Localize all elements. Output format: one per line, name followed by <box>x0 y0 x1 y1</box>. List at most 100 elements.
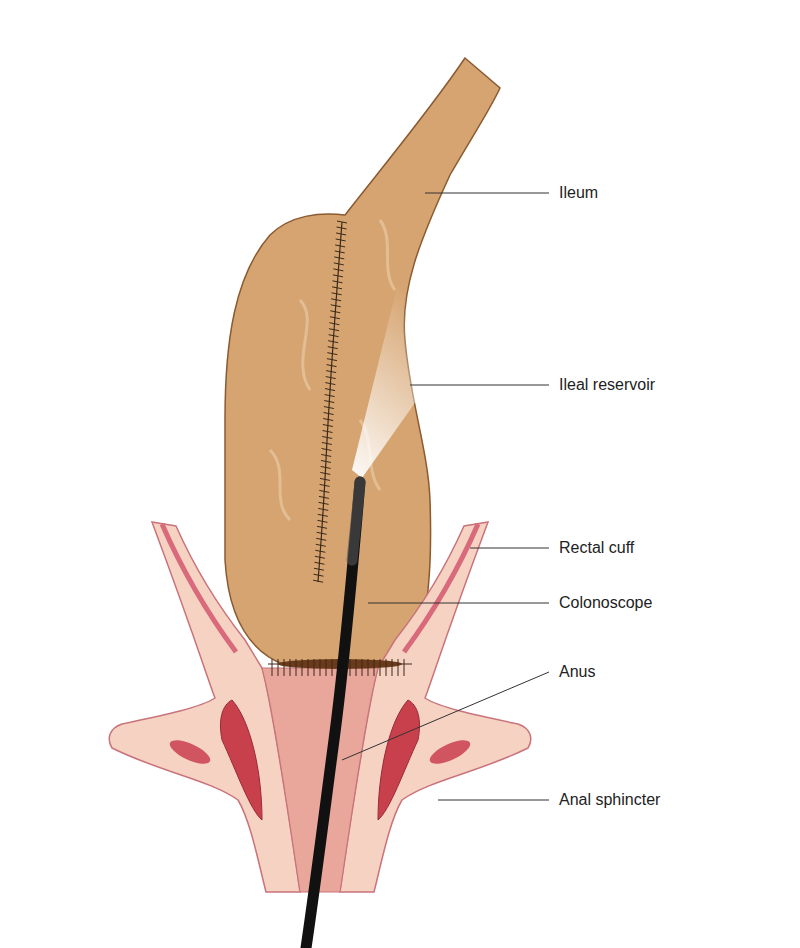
stitch-tick <box>404 659 405 676</box>
stitch-tick <box>325 383 335 385</box>
stitch-tick <box>330 317 340 319</box>
stitch-tick <box>332 659 333 676</box>
stitch-tick <box>326 377 336 379</box>
stitch-tick <box>318 514 328 516</box>
stitch-tick <box>331 305 341 307</box>
stitch-tick <box>322 436 332 438</box>
sphincter-muscle <box>378 700 420 820</box>
stitch-tick <box>329 323 339 325</box>
stitch-tick <box>322 442 332 444</box>
stitch-tick <box>324 413 334 415</box>
colonoscope-tip <box>352 482 360 560</box>
stitch-tick <box>323 425 333 427</box>
stitch-tick <box>327 353 337 355</box>
stitch-tick <box>386 659 387 676</box>
stitch-tick <box>325 395 335 397</box>
ileum-fade <box>440 40 530 110</box>
stitch-tick <box>362 659 363 676</box>
stitch-tick <box>368 659 369 676</box>
stitch-tick <box>332 281 342 283</box>
stitch-tick <box>296 659 297 676</box>
part-label: Ileal reservoir <box>557 375 657 395</box>
colonoscope <box>306 482 360 948</box>
part-label: Rectal cuff <box>557 538 636 558</box>
stitch-tick <box>318 508 328 510</box>
stitch-tick <box>272 659 273 676</box>
stitch-tick <box>317 526 327 528</box>
stitch-tick <box>329 329 339 331</box>
stitch-tick <box>398 659 399 676</box>
stitch-tick <box>320 659 321 676</box>
stitch-tick <box>326 371 336 373</box>
stitch-tick <box>328 341 338 343</box>
stitch-tick <box>374 659 375 676</box>
stitch-tick <box>334 257 344 259</box>
leader-lines <box>342 193 549 800</box>
stitch-tick <box>321 466 331 468</box>
stitch-tick <box>329 335 339 337</box>
stitch-tick <box>325 389 335 391</box>
stitch-tick <box>314 659 315 676</box>
stitch-tick <box>320 472 330 474</box>
stitch-tick <box>337 227 347 229</box>
stitch-tick <box>330 311 340 313</box>
stitch-tick <box>313 580 323 582</box>
stitch-tick <box>380 659 381 676</box>
stitch-tick <box>333 275 343 277</box>
stitch-tick <box>321 460 331 462</box>
stitch-tick <box>278 659 279 676</box>
stitch-tick <box>290 659 291 676</box>
stitch-tick <box>315 556 325 558</box>
mucosa-texture <box>270 220 395 520</box>
part-label: Colonoscope <box>557 593 654 613</box>
stitch-tick <box>316 544 326 546</box>
stitch-tick <box>334 263 344 265</box>
stitch-tick <box>327 359 337 361</box>
stitch-tick <box>332 287 342 289</box>
part-label: Anus <box>557 662 597 682</box>
stitch-tick <box>320 484 330 486</box>
stitch-tick <box>317 520 327 522</box>
sphincter-muscle <box>220 700 262 820</box>
stitch-tick <box>328 347 338 349</box>
stitch-tick <box>314 562 324 564</box>
stitch-tick <box>284 659 285 676</box>
stitch-tick <box>324 401 334 403</box>
stitch-tick <box>356 659 357 676</box>
stitch-tick <box>332 293 342 295</box>
staple-line <box>318 222 342 582</box>
stitch-tick <box>319 502 329 504</box>
stitch-tick <box>333 269 343 271</box>
stitch-tick <box>336 239 346 241</box>
cuff-wall <box>404 524 478 652</box>
stitch-tick <box>336 233 346 235</box>
stitch-tick <box>319 496 329 498</box>
stitch-tick <box>314 574 324 576</box>
stitch-tick <box>314 568 324 570</box>
stitch-tick <box>350 659 351 676</box>
cuff-wall <box>162 524 236 652</box>
stitch-tick <box>335 245 345 247</box>
stitch-tick <box>337 221 347 223</box>
stitch-tick <box>315 550 325 552</box>
light-beam <box>352 275 445 478</box>
stitch-tick <box>308 659 309 676</box>
stitch-tick <box>324 407 334 409</box>
sphincter-muscle <box>427 735 474 768</box>
stitch-tick <box>322 448 332 450</box>
stitch-tick <box>316 538 326 540</box>
stitch-tick <box>317 532 327 534</box>
stitch-tick <box>335 251 345 253</box>
stitch-tick <box>323 430 333 432</box>
stitch-tick <box>321 454 331 456</box>
sphincter-muscle <box>167 735 214 768</box>
stitch-tick <box>320 478 330 480</box>
stitch-tick <box>319 490 329 492</box>
stitch-tick <box>331 299 341 301</box>
stitch-ticks <box>313 221 347 582</box>
part-label: Ileum <box>557 183 600 203</box>
stitch-tick <box>302 659 303 676</box>
stitch-tick <box>326 659 327 676</box>
stitch-tick <box>392 659 393 676</box>
